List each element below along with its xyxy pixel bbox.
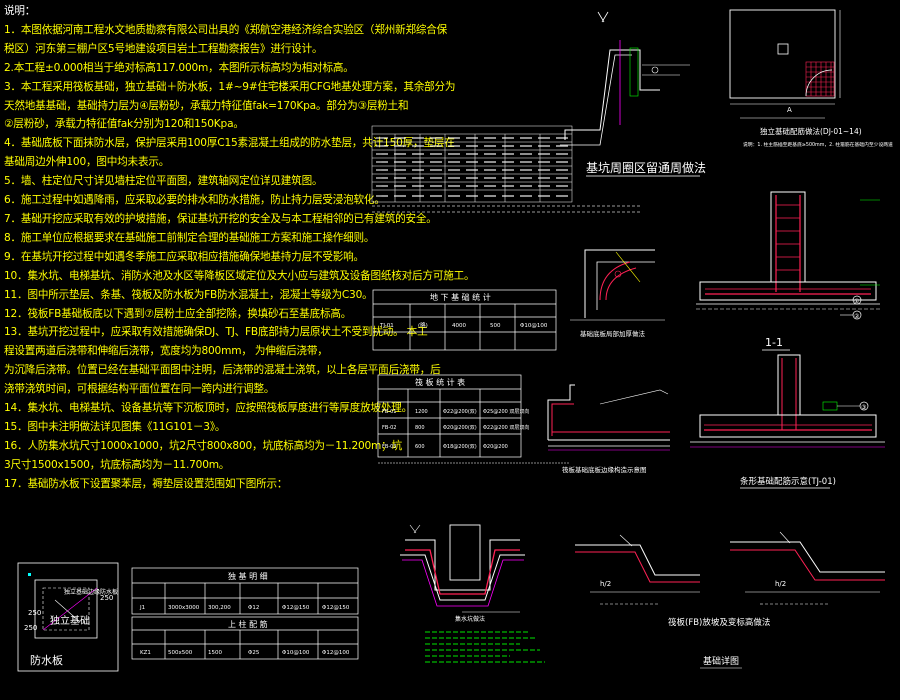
- note-line: 8．施工单位应根据要求在基础施工前制定合理的基础施工方案和施工操作细则。: [4, 231, 375, 244]
- table-cell: Φ18@200(双): [443, 444, 477, 450]
- note-line: 3尺寸1500x1500，坑底标高均为－11.700m。: [4, 458, 230, 471]
- table-cell: J1: [139, 605, 145, 611]
- table-cell: Φ10@100: [520, 323, 548, 329]
- note-line: 14．集水坑、电梯基坑、设备基坑等下沉板顶时，应按照筏板厚度进行等厚度放坡处理。: [4, 402, 413, 415]
- table-cell: (略): [418, 321, 428, 329]
- section-1-1-caption: 1-1: [765, 336, 783, 349]
- dj-caption: 独立基础配筋做法(DJ-01~14): [760, 126, 862, 136]
- table-cell: FB-02: [382, 425, 396, 431]
- h-half-1: h/2: [600, 580, 611, 588]
- trench-caption: 基坑周圈区留通周做法: [586, 160, 706, 175]
- note-line: 6．施工过程中如遇降雨，应采取必要的排水和防水措施，防止持力层受浸泡软化。: [4, 194, 385, 207]
- sump-caption: 集水坑做法: [455, 615, 485, 623]
- table-cell: Φ25: [248, 650, 260, 656]
- footing-table: [131, 567, 359, 615]
- table-cell: Φ20@200(双): [443, 425, 477, 431]
- table-cell: Φ12@100: [322, 650, 350, 656]
- note-line: 2.本工程±0.000相当于绝对标高117.000m，本图所示标高均为相对标高。: [4, 61, 354, 74]
- strip-footing-detail: [690, 354, 885, 448]
- table-cell: 500x500: [168, 650, 193, 656]
- dim-a: A: [787, 106, 792, 114]
- table-cell: 300,200: [208, 605, 231, 611]
- column-table-title: 上 柱 配 筋: [228, 619, 268, 629]
- table-cell: TJ-01: [379, 323, 394, 329]
- slab-corner-detail: [570, 249, 665, 321]
- table-cell: Φ12@150: [322, 605, 350, 611]
- fb-edge-caption: 筏板基础底板边缘构造示意图: [562, 465, 647, 474]
- table-cell: 800: [415, 425, 425, 431]
- base-detail-caption: 基础详图: [703, 655, 739, 667]
- table-cell: 3000x3000: [168, 605, 200, 611]
- waterproof-plan-detail: 独立基础边缘防水板 250 250 250 独立基础 防水板: [17, 562, 119, 672]
- trench-detail: [560, 11, 690, 146]
- note-line: 16．人防集水坑尺寸1000x1000，坑2尺寸800x800，坑底标高均为－1…: [4, 439, 402, 452]
- isolated-footing-label: 独立基础: [50, 614, 90, 627]
- table-cell: Φ12: [248, 605, 259, 611]
- raft-table: [377, 374, 522, 458]
- table-cell: Φ20@200: [483, 444, 508, 450]
- raft-slope-detail: [575, 531, 885, 605]
- note-line: 10．集水坑、电梯基坑、消防水池及水区等降板区域定位及大小应与建筑及设备图纸核对…: [4, 269, 475, 282]
- note-line: 天然地基基础，基础持力层为④层粉砂，承载力特征值fak=170Kpa。部分为③层…: [4, 99, 409, 112]
- table-cell: 500: [490, 323, 501, 329]
- dim-250c: 250: [100, 594, 113, 602]
- note-line: 3．本工程采用筏板基础，独立基础＋防水板，1#~9#住宅楼采用CFG地基处理方案…: [4, 80, 456, 93]
- table-cell: Φ22@200(双): [443, 409, 477, 415]
- note-line: 1．本图依据河南工程水文地质勘察有限公司出具的《郑航空港经济综合实验区（郑州新郑…: [4, 23, 448, 36]
- table-cell: 1200: [415, 409, 428, 415]
- callout-1: ①: [854, 298, 859, 305]
- table-cell: 1500: [208, 650, 222, 656]
- note-line: 5．墙、柱定位尺寸详见墙柱定位平面图，建筑轴网定位详见建筑图。: [4, 175, 323, 188]
- section-1-1: [696, 191, 880, 320]
- note-line: 程设置两道后浇带和伸缩后浇带，宽度均为800mm， 为伸缩后浇带，: [4, 345, 328, 358]
- raft-edge-detail: [547, 384, 670, 451]
- note-line: 17．基础防水板下设置聚苯层，褥垫层设置范围如下图所示：: [4, 477, 288, 490]
- footing-table-title: 独 基 明 细: [228, 571, 268, 581]
- note-line: 为沉降后浇带。位置已经在基础平面图中注明，后浇带的混凝土浇筑，以上各层平面后浇带…: [4, 364, 441, 377]
- design-notes: 说明： 1．本图依据河南工程水文地质勘察有限公司出具的《郑航空港经济综合实验区（…: [4, 2, 475, 494]
- underground-table-title: 地 下 基 础 统 计: [430, 292, 491, 302]
- sump-pit-detail: [400, 524, 525, 613]
- table-cell: KZ1: [140, 650, 151, 656]
- dim-250: 250: [28, 609, 41, 617]
- note-line: 4．基础底板下面抹防水层，保护层采用100厚C15素混凝土组成的防水垫层，共计1…: [4, 137, 455, 150]
- note-line: 浇带浇筑时间，可根据结构平面位置在同一跨内进行调整。: [4, 383, 275, 396]
- step-detail-caption: 基础底板局部加厚做法: [580, 329, 646, 338]
- waterproof-slab-label: 防水板: [30, 653, 63, 667]
- notes-heading: 说明：: [4, 5, 36, 17]
- callout-2: ②: [854, 313, 860, 320]
- table-cell: Φ22@200 双层双向: [483, 424, 529, 431]
- dim-250b: 250: [24, 624, 37, 632]
- column-table: [131, 616, 359, 660]
- note-line: 13．基坑开挖过程中，应采取有效措施确保DJ、TJ、FB底部持力层原状土不受到扰…: [4, 326, 428, 339]
- note-line: 7．基础开挖应采取有效的护坡措施，保证基坑开挖的安全及与本工程相邻的已有建筑的安…: [4, 212, 437, 225]
- dj-note: 说明：1. 柱主筋插至距基底≥500mm，2. 柱箍筋在基础内至少设两道: [743, 141, 893, 148]
- underground-table: [372, 289, 557, 351]
- note-line: 税区）河东第三棚户区5号地建设项目岩土工程勘察报告》进行设计。: [4, 42, 323, 55]
- note-line: 基础周边外伸100，图中均未表示。: [4, 156, 170, 169]
- table-cell: 4000: [452, 323, 466, 329]
- note-line: ②层粉砂，承载力特征值fak分别为120和150Kpa。: [4, 118, 244, 131]
- table-cell: Φ12@150: [282, 605, 310, 611]
- callout-3: ③: [861, 404, 866, 411]
- h-half-2: h/2: [775, 580, 786, 588]
- fb-slope-caption: 筏板(FB)放坡及变标高做法: [668, 617, 770, 628]
- table-cell: FB-01: [382, 409, 396, 415]
- note-line: 15．图中未注明做法详见图集《11G101－3》。: [4, 420, 226, 433]
- raft-table-title: 筏 板 统 计 表: [415, 377, 465, 387]
- note-line: 12．筏板FB基础板底以下遇到⑦层粉土应全部挖除，换填砂石至基底标高。: [4, 307, 352, 320]
- note-line: 11．图中所示垫层、条基、筏板及防水板为FB防水混凝土，混凝土等级为C30。: [4, 288, 373, 301]
- detail-top-label: 独立基础边缘防水板: [64, 588, 118, 596]
- table-cell: Φ25@200 双层双向: [483, 408, 529, 415]
- tj-caption: 条形基础配筋示意(TJ-01): [740, 476, 836, 487]
- table-cell: 600: [415, 444, 425, 450]
- table-cell: Φ10@100: [282, 650, 310, 656]
- table-cell: FB-03: [382, 444, 396, 450]
- isolated-footing-plan: A: [729, 9, 841, 119]
- note-line: 9．在基坑开挖过程中如遇冬季施工应采取相应措施确保地基持力层不受影响。: [4, 250, 364, 263]
